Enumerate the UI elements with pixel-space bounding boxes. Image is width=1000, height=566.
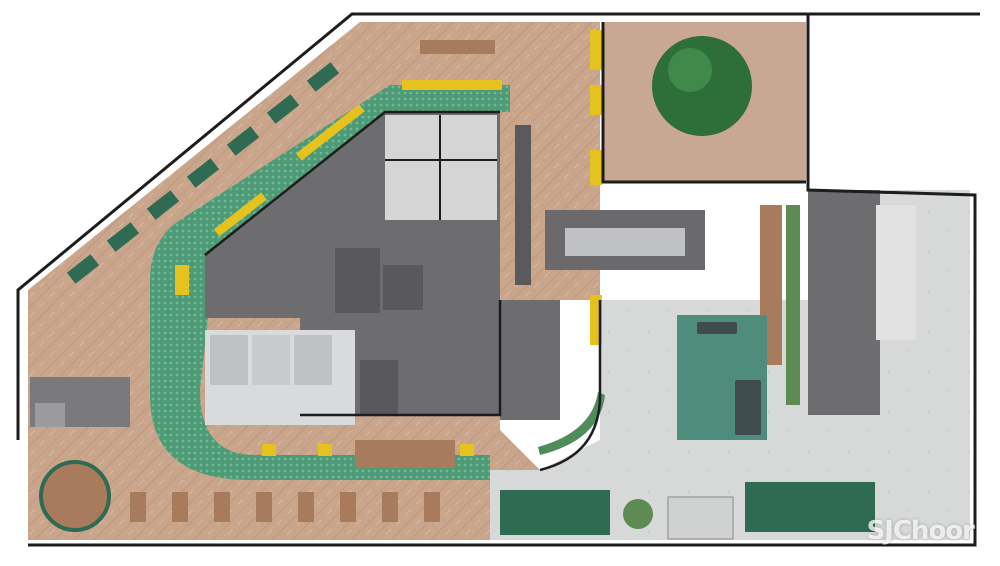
interior-walls [204,110,602,472]
stair-core [335,248,380,313]
service-block [808,190,880,415]
bottom-right-lounge [745,482,875,532]
service-storage [876,205,916,340]
lift-core [383,265,423,310]
watermark-text: SJChoor [866,516,975,546]
exterior-walls [16,12,980,547]
round-banquette [39,460,111,532]
bar-back-counter [565,228,685,256]
top-communal-table [420,40,495,54]
diagonal-booths [66,62,340,284]
bottom-planter [623,499,653,529]
bar-banquette [515,125,531,285]
lounge-sofa [697,322,737,334]
curved-planter [538,392,605,455]
tree-canopy-highlight [668,48,712,92]
vestibule-mat [35,403,65,427]
green-tile-corridor [150,85,510,480]
storage-room [360,360,398,415]
entrance-door-bottom [667,496,734,540]
yellow-benches [175,30,602,456]
kitchen-prep [252,335,290,385]
bottom-left-lounge [500,490,610,535]
kitchen-range [210,335,248,385]
lounge-sectional [735,380,761,435]
kitchen-wash [294,335,332,385]
bottom-dining-tables [130,492,440,522]
long-communal-table [355,440,455,468]
planter-strip [786,205,800,405]
